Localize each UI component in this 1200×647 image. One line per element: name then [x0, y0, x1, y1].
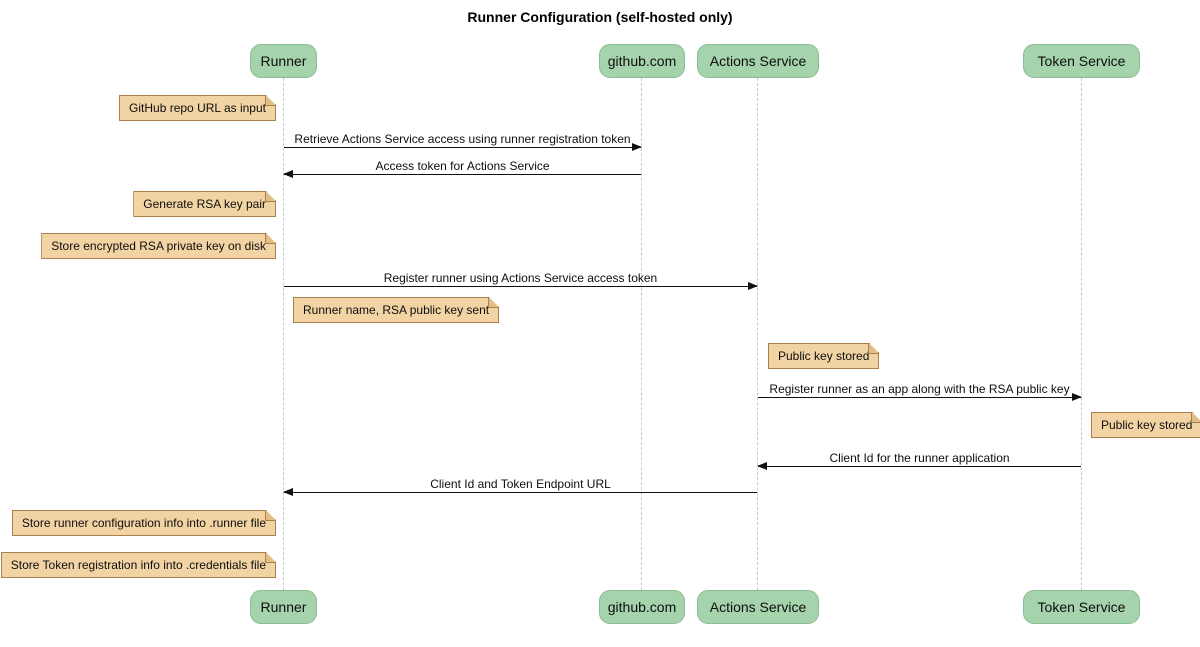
message-label: Client Id for the runner application — [829, 451, 1010, 465]
note-runner-name-public-key-sent: Runner name, RSA public key sent — [293, 297, 499, 323]
participant-runner-top: Runner — [250, 44, 317, 78]
arrowhead-left-icon — [283, 488, 293, 496]
message-line — [283, 170, 641, 178]
participant-label: Actions Service — [709, 599, 807, 615]
note-store-encrypted-private-key: Store encrypted RSA private key on disk — [41, 233, 276, 259]
message-label: Retrieve Actions Service access using ru… — [294, 132, 631, 146]
message-label: Client Id and Token Endpoint URL — [430, 477, 611, 491]
message-access-token-returned: Access token for Actions Service — [283, 159, 641, 178]
lifeline-runner — [283, 78, 284, 590]
message-register-runner: Register runner using Actions Service ac… — [284, 271, 758, 290]
participant-github-top: github.com — [599, 44, 685, 78]
participant-label: Runner — [260, 599, 307, 615]
arrowhead-right-icon — [1072, 393, 1082, 401]
note-github-repo-url-input: GitHub repo URL as input — [119, 95, 276, 121]
participant-label: github.com — [607, 599, 677, 615]
arrowhead-right-icon — [748, 282, 758, 290]
note-public-key-stored-token: Public key stored — [1091, 412, 1200, 438]
message-label: Register runner as an app along with the… — [769, 382, 1070, 396]
message-line — [758, 393, 1082, 401]
message-line — [284, 143, 642, 151]
participant-github-bottom: github.com — [599, 590, 685, 624]
participant-token-service-top: Token Service — [1023, 44, 1140, 78]
note-generate-rsa-key-pair: Generate RSA key pair — [133, 191, 276, 217]
message-retrieve-actions-access: Retrieve Actions Service access using ru… — [284, 132, 642, 151]
lifeline-token-service — [1081, 78, 1082, 590]
participant-actions-service-top: Actions Service — [697, 44, 819, 78]
arrowhead-right-icon — [632, 143, 642, 151]
arrowhead-left-icon — [283, 170, 293, 178]
participant-label: Runner — [260, 53, 307, 69]
participant-runner-bottom: Runner — [250, 590, 317, 624]
participant-token-service-bottom: Token Service — [1023, 590, 1140, 624]
message-label: Register runner using Actions Service ac… — [383, 271, 658, 285]
message-register-runner-as-app: Register runner as an app along with the… — [758, 382, 1082, 401]
arrowhead-left-icon — [757, 462, 767, 470]
participant-label: Actions Service — [709, 53, 807, 69]
participant-label: Token Service — [1037, 599, 1126, 615]
participant-label: github.com — [607, 53, 677, 69]
message-line — [757, 462, 1081, 470]
message-line — [284, 282, 758, 290]
lifeline-actions-service — [757, 78, 758, 590]
note-store-runner-file: Store runner configuration info into .ru… — [12, 510, 276, 536]
note-store-credentials-file: Store Token registration info into .cred… — [1, 552, 276, 578]
participant-label: Token Service — [1037, 53, 1126, 69]
message-client-id-returned: Client Id for the runner application — [757, 451, 1081, 470]
message-client-id-token-endpoint: Client Id and Token Endpoint URL — [283, 477, 757, 496]
message-label: Access token for Actions Service — [375, 159, 550, 173]
lifeline-github — [641, 78, 642, 590]
note-public-key-stored-actions: Public key stored — [768, 343, 879, 369]
participant-actions-service-bottom: Actions Service — [697, 590, 819, 624]
diagram-title: Runner Configuration (self-hosted only) — [467, 9, 733, 25]
message-line — [283, 488, 757, 496]
